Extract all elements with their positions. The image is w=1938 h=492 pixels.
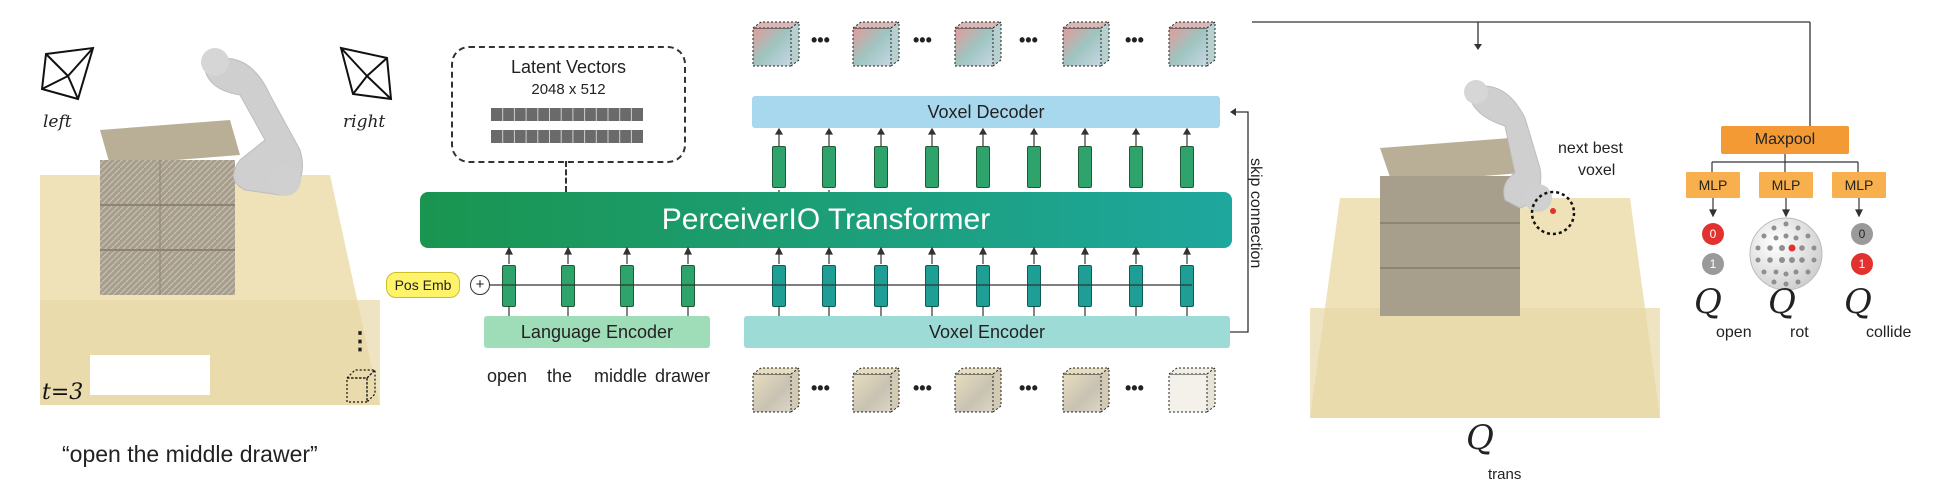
input-voxel-cube <box>1167 367 1217 413</box>
open-value-1: 1 <box>1702 253 1724 275</box>
mlp-down-arrows <box>1709 198 1863 218</box>
decoder-token <box>976 146 990 188</box>
language-encoder: Language Encoder <box>484 316 710 348</box>
latent-connector <box>565 161 567 192</box>
left-scene: left right t=3 ⋮ “open the middle drawer… <box>0 0 400 492</box>
voxel-encoder: Voxel Encoder <box>744 316 1230 348</box>
input-voxel-row <box>751 367 1217 413</box>
token-connectors <box>490 246 1192 316</box>
q-rot-symbol: Q <box>1768 282 1796 322</box>
decoded-ellipsis-2: ••• <box>913 30 932 50</box>
perceiver-transformer: PerceiverIO Transformer <box>420 192 1232 248</box>
right-camera-label: right <box>343 112 386 132</box>
q-rot-sub: rot <box>1790 324 1809 341</box>
decoder-token <box>1180 146 1194 188</box>
decoded-voxel-row <box>751 21 1217 67</box>
lang-token-the: the <box>547 366 573 386</box>
perceiver-title: PerceiverIO Transformer <box>661 203 991 236</box>
pos-emb-label: Pos Emb <box>394 277 452 293</box>
left-camera-label: left <box>43 112 72 132</box>
open-value-0-text: 0 <box>1709 227 1717 241</box>
vertical-ellipsis: ⋮ <box>348 328 372 355</box>
decoder-token <box>1078 146 1092 188</box>
lang-token-drawer: drawer <box>655 366 711 386</box>
latent-dims: 2048 x 512 <box>531 81 606 98</box>
collide-value-0: 0 <box>1851 223 1873 245</box>
input-voxel-cube <box>751 367 801 413</box>
output-connector <box>1252 21 1811 126</box>
q-open-sub: open <box>1716 324 1752 341</box>
latent-vectors-box: Latent Vectors 2048 x 512 <box>451 46 686 163</box>
decoded-voxel-cube <box>953 21 1003 67</box>
collide-value-1-text: 1 <box>1858 257 1866 271</box>
mlp-rot: MLP <box>1759 172 1813 198</box>
collide-value-1: 1 <box>1851 253 1873 275</box>
skip-connection-label: skip connection <box>1247 158 1264 269</box>
decoded-ellipsis-4: ••• <box>1125 30 1144 50</box>
latent-title: Latent Vectors <box>510 57 627 77</box>
lang-token-middle: middle <box>594 366 648 386</box>
skip-connection-arrow <box>1230 108 1249 333</box>
latent-vector-grid <box>491 108 643 143</box>
voxel-label: voxel <box>1578 162 1616 179</box>
decoded-ellipsis-3: ••• <box>1019 30 1038 50</box>
right-scene-voxel-render <box>1310 80 1660 418</box>
input-voxel-cube <box>953 367 1003 413</box>
decoded-voxel-cube <box>851 21 901 67</box>
decoder-token <box>1129 146 1143 188</box>
pos-emb-plus-sign: + <box>475 276 485 293</box>
open-value-0: 0 <box>1702 223 1724 245</box>
collide-value-0-text: 0 <box>1858 227 1866 241</box>
decoder-token <box>925 146 939 188</box>
voxel-decoder: Voxel Decoder <box>752 96 1220 128</box>
mlp-collide-label: MLP <box>1844 177 1874 193</box>
decoder-token <box>822 146 836 188</box>
maxpool-block: Maxpool <box>1721 126 1849 154</box>
decoded-voxel-cube <box>1061 21 1111 67</box>
decoder-token <box>874 146 888 188</box>
decoded-voxel-cube <box>751 21 801 67</box>
mlp-rot-label: MLP <box>1771 177 1801 193</box>
instruction-text: “open the middle drawer” <box>62 441 318 467</box>
input-ellipsis-4: ••• <box>1125 378 1144 398</box>
left-camera-icon <box>40 46 95 101</box>
rotation-sphere <box>1749 217 1823 291</box>
mlp-open: MLP <box>1686 172 1740 198</box>
mlp-collide: MLP <box>1832 172 1886 198</box>
timestep-label: t=3 <box>42 380 84 405</box>
input-ellipsis-1: ••• <box>811 378 830 398</box>
left-scene-voxel-render <box>40 48 380 405</box>
decoder-arrows <box>774 128 1192 192</box>
lang-token-open: open <box>487 366 528 386</box>
input-voxel-cube <box>1061 367 1111 413</box>
decoded-voxel-cube <box>1167 21 1217 67</box>
voxel-encoder-label: Voxel Encoder <box>928 322 1046 342</box>
next-best-label: next best <box>1558 140 1623 157</box>
decoder-token <box>772 146 786 188</box>
q-collide-symbol: Q <box>1844 282 1872 322</box>
input-ellipsis-3: ••• <box>1019 378 1038 398</box>
small-voxel-cube-icon <box>345 368 377 404</box>
pos-emb-plus: + <box>470 275 490 295</box>
open-value-1-text: 1 <box>1709 257 1717 271</box>
q-trans-symbol: Q <box>1466 418 1494 458</box>
next-best-voxel-circle <box>1530 190 1576 236</box>
maxpool-label: Maxpool <box>1754 131 1816 148</box>
right-camera-icon <box>339 46 393 101</box>
language-encoder-label: Language Encoder <box>520 322 674 342</box>
mlp-open-label: MLP <box>1698 177 1728 193</box>
decoded-ellipsis-1: ••• <box>811 30 830 50</box>
decoder-token <box>1027 146 1041 188</box>
input-voxel-cube <box>851 367 901 413</box>
q-collide-sub: collide <box>1866 324 1912 341</box>
q-open-symbol: Q <box>1694 282 1722 322</box>
voxel-decoder-label: Voxel Decoder <box>927 102 1045 122</box>
input-ellipsis-2: ••• <box>913 378 932 398</box>
pos-emb-badge: Pos Emb <box>386 272 460 298</box>
q-trans-sub: trans <box>1488 466 1522 483</box>
